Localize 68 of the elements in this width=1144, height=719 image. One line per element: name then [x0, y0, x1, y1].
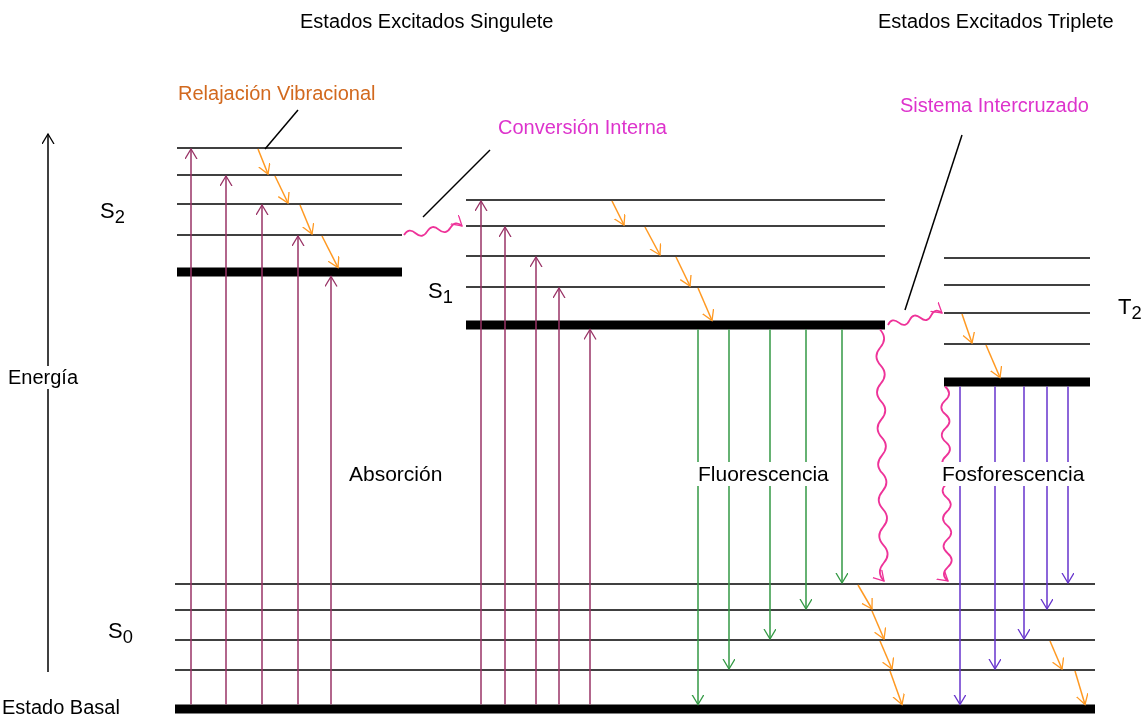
energy-level-line: [176, 174, 403, 176]
absorption-arrow: [255, 204, 269, 706]
fluorescence-arrow: [835, 328, 849, 584]
relaxation-arrow: [961, 313, 976, 344]
phosphorescence-arrow: [988, 385, 1002, 670]
absorption-arrow: [219, 175, 233, 706]
energy-level-line: [465, 255, 886, 257]
energy-level-line: [465, 225, 886, 227]
energy-level-line: [175, 704, 1095, 714]
fluorescence-arrow: [799, 328, 813, 610]
relaxation-arrow: [274, 175, 290, 204]
process-label: Fosforescencia: [940, 462, 1087, 487]
energy-level-line: [466, 320, 885, 330]
energy-level-line: [943, 257, 1091, 259]
section-title: Estados Excitados Singulete: [298, 10, 556, 33]
relaxation-arrow: [879, 640, 895, 670]
relaxation-arrow: [889, 670, 905, 706]
relaxation-arrow: [321, 235, 340, 269]
energy-level-line: [176, 147, 403, 149]
phosphorescence-arrow: [953, 385, 967, 706]
fluorescence-arrow: [763, 328, 777, 640]
leader-line: [264, 109, 299, 150]
absorption-arrow: [291, 235, 305, 706]
absorption-arrow: [529, 256, 543, 706]
leader-line: [904, 134, 963, 311]
relaxation-arrow: [675, 256, 692, 287]
energy-level-line: [943, 312, 1091, 314]
axis-label: Energía: [6, 366, 81, 389]
section-title: Estados Excitados Triplete: [876, 10, 1116, 33]
energy-level-line: [174, 583, 1096, 585]
relaxation-arrow: [871, 610, 887, 640]
energy-level-line: [465, 199, 886, 201]
energy-level-line: [943, 284, 1091, 286]
absorption-arrow: [583, 328, 597, 706]
energy-level-line: [465, 286, 886, 288]
fluorescence-arrow: [691, 328, 705, 706]
energy-level-line: [176, 203, 403, 205]
wavy-arrow: [872, 328, 889, 582]
absorption-arrow: [498, 226, 512, 706]
fluorescence-arrow: [722, 328, 736, 670]
wavy-arrow: [403, 214, 463, 237]
absorption-arrow: [552, 287, 566, 706]
energy-level-line: [944, 377, 1090, 387]
relaxation-arrow: [257, 148, 271, 175]
relaxation-arrow: [299, 204, 315, 235]
process-label: Fluorescencia: [696, 462, 831, 487]
relaxation-arrow: [857, 584, 873, 610]
absorption-arrow: [184, 148, 198, 706]
process-label: Relajación Vibracional: [176, 82, 378, 105]
energy-level-line: [943, 343, 1091, 345]
relaxation-arrow: [644, 226, 662, 256]
leader-line: [422, 149, 491, 218]
relaxation-arrow: [1074, 670, 1089, 706]
relaxation-arrow: [697, 287, 715, 322]
phosphorescence-arrow: [1061, 385, 1075, 584]
relaxation-arrow: [1049, 640, 1065, 670]
energy-level-line: [176, 234, 403, 236]
absorption-arrow: [474, 200, 488, 706]
relaxation-arrow: [985, 344, 1003, 379]
wavy-arrow: [887, 301, 943, 326]
phosphorescence-arrow: [1040, 385, 1054, 610]
absorption-arrow: [324, 275, 338, 706]
phosphorescence-arrow: [1017, 385, 1031, 640]
energy-level-line: [174, 639, 1096, 641]
energy-level-line: [174, 669, 1096, 671]
energy-level-line: [174, 609, 1096, 611]
energy-level-line: [177, 267, 402, 277]
relaxation-arrow: [611, 200, 626, 226]
